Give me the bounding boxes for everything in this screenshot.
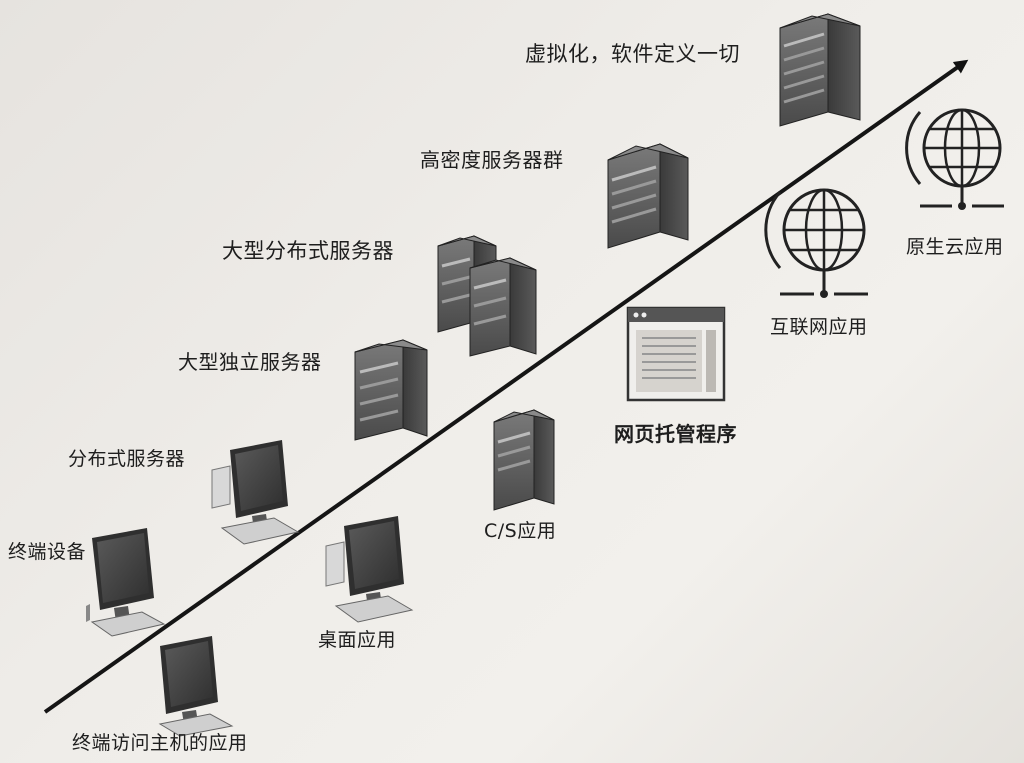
terminal-device-icon — [86, 528, 166, 637]
label-virtualization: 虚拟化，软件定义一切 — [525, 42, 740, 66]
label-host-terminal-app: 终端访问主机的应用 — [72, 732, 248, 754]
internet-globe-icon — [764, 188, 868, 298]
label-cloud-native-app: 原生云应用 — [906, 236, 1004, 258]
label-cs-app: C/S应用 — [484, 520, 557, 542]
distributed-servers-icon — [437, 235, 537, 357]
desktop-app-icon — [325, 516, 414, 623]
cloud-native-globe-icon — [905, 108, 1004, 210]
evolution-arrow — [43, 59, 969, 714]
label-terminal-device: 终端设备 — [8, 541, 87, 563]
host-terminal-icon — [158, 636, 234, 737]
label-distributed-server: 分布式服务器 — [68, 448, 186, 470]
label-standalone-server: 大型独立服务器 — [178, 350, 322, 374]
label-server-cluster: 高密度服务器群 — [420, 148, 564, 172]
label-desktop-app: 桌面应用 — [318, 629, 397, 651]
distributed-server-icon — [211, 440, 300, 545]
label-web-hosting: 网页托管程序 — [614, 422, 737, 446]
server-cluster-icon — [607, 143, 689, 249]
label-internet-app: 互联网应用 — [770, 316, 868, 338]
virtualization-server-icon — [779, 13, 861, 127]
client-server-icon — [493, 409, 555, 511]
web-page-icon — [626, 306, 726, 402]
standalone-server-icon — [354, 339, 428, 441]
label-large-distributed-server: 大型分布式服务器 — [222, 239, 394, 263]
